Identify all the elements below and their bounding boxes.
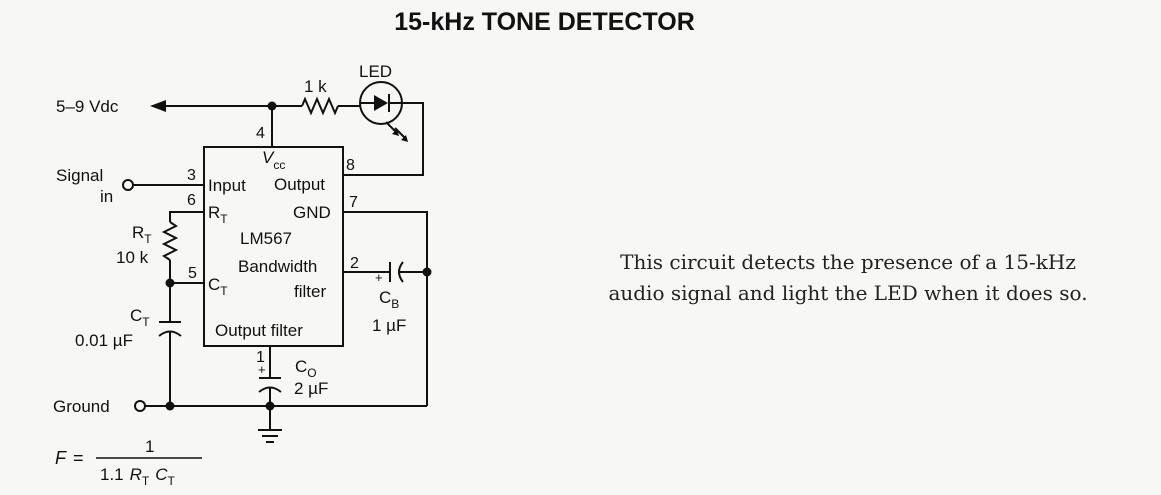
led-to-pin8-wire bbox=[343, 102, 424, 176]
rt-resistor bbox=[161, 221, 179, 261]
signal-terminal bbox=[122, 179, 134, 191]
ct-designator: CT bbox=[130, 306, 150, 329]
junction-ct bbox=[165, 278, 175, 288]
pin-number-7: 7 bbox=[349, 194, 358, 211]
junction-vcc bbox=[267, 101, 277, 111]
supply-arrow bbox=[150, 100, 166, 112]
ic-filter-label: filter bbox=[294, 282, 326, 301]
ic-bandwidth-label: Bandwidth bbox=[238, 257, 317, 276]
signal-label-line1: Signal bbox=[56, 166, 103, 185]
ic-part-label: LM567 bbox=[240, 229, 292, 248]
cb-designator: CB bbox=[379, 288, 399, 311]
ic-output-label: Output bbox=[274, 175, 325, 194]
pin-number-8: 8 bbox=[346, 157, 355, 174]
ic-vcc-label: Vcc bbox=[262, 148, 285, 172]
rt-top-wire bbox=[169, 211, 204, 222]
formula-variable: F bbox=[55, 448, 67, 468]
pin-number-6: 6 bbox=[187, 192, 196, 209]
led-ray-1-head bbox=[392, 129, 399, 136]
rt-designator: RT bbox=[132, 223, 152, 246]
co-value: 2 µF bbox=[294, 379, 328, 398]
ic-ct-label: CT bbox=[208, 275, 228, 298]
cb-plus: + bbox=[375, 270, 383, 285]
cb-value: 1 µF bbox=[372, 316, 406, 335]
circuit-description: This circuit detects the presence of a 1… bbox=[548, 247, 1148, 309]
rt-value: 10 k bbox=[116, 248, 149, 267]
signal-label-line2: in bbox=[100, 187, 113, 206]
ic-output-filter-label: Output filter bbox=[215, 321, 303, 340]
diagram-title: 15-kHz TONE DETECTOR bbox=[394, 8, 695, 36]
led-ray-2-head bbox=[401, 135, 408, 142]
pin-number-4: 4 bbox=[256, 125, 265, 142]
ground-label: Ground bbox=[53, 397, 110, 416]
led-diode bbox=[374, 95, 388, 111]
description-line-1: This circuit detects the presence of a 1… bbox=[620, 250, 1076, 274]
junction-ground-mid bbox=[265, 401, 275, 411]
resistor-1k bbox=[301, 96, 339, 116]
co-designator: CO bbox=[295, 357, 317, 380]
pin-number-1: 1 bbox=[256, 349, 265, 366]
pin-number-5: 5 bbox=[188, 265, 197, 282]
ic-input-label: Input bbox=[208, 176, 246, 195]
ground-terminal bbox=[134, 400, 146, 412]
resistor-1k-label: 1 k bbox=[304, 77, 327, 96]
ct-value: 0.01 µF bbox=[75, 331, 133, 350]
pin-number-2: 2 bbox=[350, 255, 359, 272]
junction-ground-left bbox=[165, 401, 175, 411]
formula-numerator: 1 bbox=[145, 437, 154, 456]
led-label: LED bbox=[359, 62, 392, 81]
pin-number-3: 3 bbox=[187, 167, 196, 184]
description-line-2: audio signal and light the LED when it d… bbox=[608, 281, 1088, 305]
co-plus: + bbox=[258, 362, 266, 377]
ic-lm567 bbox=[203, 146, 344, 347]
ic-rt-label: RT bbox=[208, 203, 228, 226]
junction-cb bbox=[422, 267, 432, 277]
supply-label: 5–9 Vdc bbox=[56, 97, 119, 116]
formula-equals: = bbox=[73, 448, 84, 468]
pin7-wire bbox=[343, 211, 428, 406]
ic-gnd-label: GND bbox=[293, 203, 331, 222]
